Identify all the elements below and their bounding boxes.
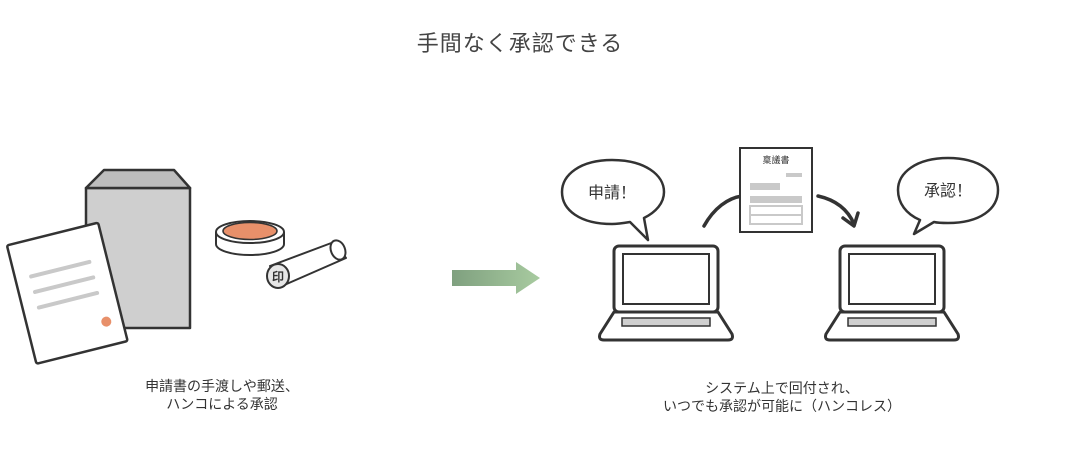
left-caption-line1: 申請書の手渡しや郵送、 — [145, 379, 299, 395]
left-caption-line2: ハンコによる承認 — [166, 397, 278, 413]
laptop-icon-right — [824, 244, 960, 342]
right-caption-line1: システム上で回付され、 — [705, 381, 859, 397]
speech-bubble-apply: 申請！ — [560, 158, 666, 242]
stamp-char: 印 — [272, 270, 284, 284]
page-title: 手間なく承認できる — [416, 32, 624, 57]
bubble-apply-text: 申請！ — [588, 183, 636, 202]
ringi-document-icon: 稟議書 — [739, 147, 813, 233]
right-caption-line2: いつでも承認が可能に（ハンコレス） — [663, 399, 901, 415]
flow-curve-left — [702, 194, 744, 228]
green-arrow-icon — [452, 262, 540, 294]
document-title: 稟議書 — [762, 154, 789, 166]
bubble-approve-text: 承認！ — [924, 181, 972, 200]
laptop-icon-left — [598, 244, 734, 342]
right-caption: システム上で回付され、 いつでも承認が可能に（ハンコレス） — [632, 380, 932, 416]
stamp-pad-icon — [215, 220, 285, 256]
document-icon — [6, 221, 129, 365]
speech-bubble-approve: 承認！ — [896, 156, 1000, 236]
flow-curve-right — [816, 194, 860, 228]
hanko-stamp-icon: 印 — [266, 239, 347, 289]
left-caption: 申請書の手渡しや郵送、 ハンコによる承認 — [110, 378, 334, 414]
